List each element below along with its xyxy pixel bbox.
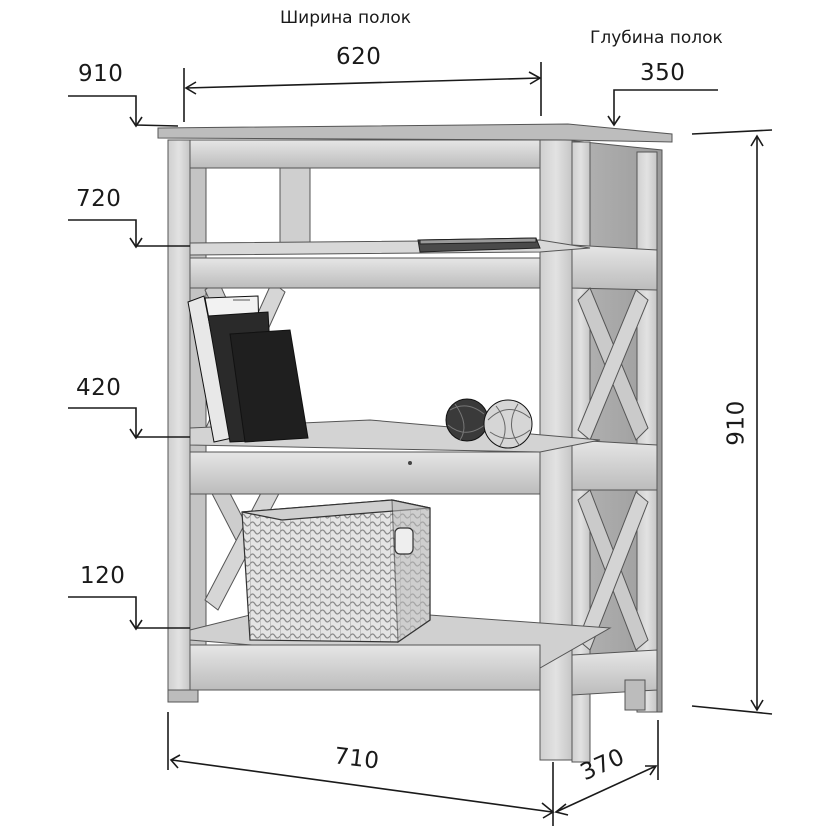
book-on-upper-shelf	[417, 237, 541, 253]
total-width-label: 710	[332, 743, 381, 775]
height-label-910: 910	[78, 61, 124, 87]
leader-120	[68, 596, 190, 629]
front-left-leg	[167, 139, 191, 701]
total-height-label: 910	[723, 400, 750, 446]
shelving-unit	[157, 123, 673, 763]
height-label-120: 120	[80, 563, 126, 589]
top-board	[157, 123, 673, 143]
back-left-leg	[189, 149, 207, 691]
shelf-width-dimension-line	[185, 77, 541, 89]
wicker-basket	[241, 499, 431, 644]
shelf-width-caption: Ширина полок	[280, 8, 412, 28]
leader-420	[68, 407, 190, 438]
shelf-depth-value: 350	[640, 60, 686, 86]
height-label-420: 420	[76, 375, 122, 401]
decorative-balls	[445, 398, 533, 449]
height-label-720: 720	[76, 186, 122, 212]
total-width-dimension-line	[171, 759, 553, 813]
dimension-lines	[68, 62, 773, 826]
books-standing	[187, 295, 309, 443]
right-side-frame	[564, 139, 663, 763]
leader-910	[68, 95, 179, 127]
total-depth-dimension-line	[555, 765, 657, 813]
shelf-width-value: 620	[336, 44, 382, 70]
shelf-depth-caption: Глубина полок	[590, 28, 723, 48]
leader-720	[68, 219, 190, 247]
shelf-depth-leader	[613, 89, 718, 124]
